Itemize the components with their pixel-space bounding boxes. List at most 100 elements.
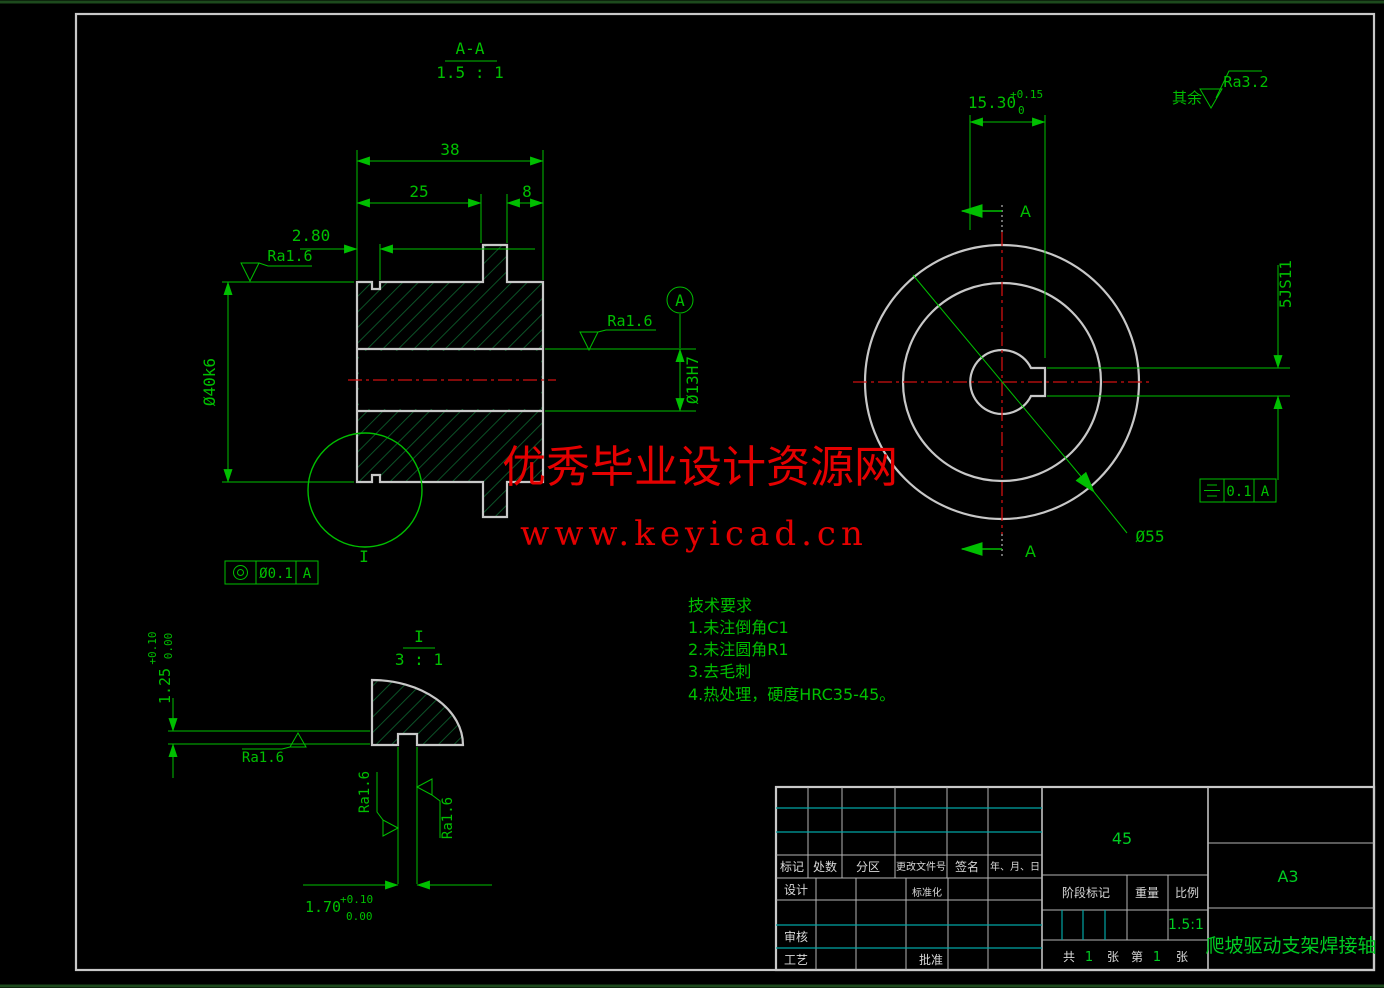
dim-25: 25 xyxy=(409,182,428,201)
section-label: A-A xyxy=(456,39,485,58)
tech-req-2: 2.未注圆角R1 xyxy=(688,640,789,659)
row-standard: 标准化 xyxy=(912,886,942,899)
section-arrow-top-label: A xyxy=(1020,202,1031,221)
dim-1-25-tol-upper: +0.10 xyxy=(146,631,159,664)
dim-8: 8 xyxy=(522,182,532,201)
symmetry-icon xyxy=(1204,484,1220,497)
scale-label: 比例 xyxy=(1175,886,1199,900)
gdt-symmetry-datum: A xyxy=(1261,484,1270,500)
detail-label: I xyxy=(414,627,424,646)
paper-size-value: A3 xyxy=(1277,867,1298,886)
watermark-line1: 优秀毕业设计资源网 xyxy=(502,442,898,493)
general-roughness-prefix: 其余 xyxy=(1172,89,1202,107)
dim-15-30: 15.30 xyxy=(968,93,1016,112)
scale-value: 1.5:1 xyxy=(1168,917,1204,933)
dim-1-70: 1.70 xyxy=(305,898,341,916)
surface-finish-top: Ra1.6 xyxy=(240,247,313,283)
ra16-detail-left: Ra1.6 xyxy=(357,771,373,813)
ra16-bore-label: Ra1.6 xyxy=(607,312,652,330)
tech-req-3: 3.去毛刺 xyxy=(688,662,751,681)
sheets-total-label: 共 xyxy=(1063,950,1075,964)
tech-req-title: 技术要求 xyxy=(688,596,752,615)
title-block: 标记 处数 分区 更改文件号 签名 年、月、日 设计 标准化 审核 工艺 批准 … xyxy=(774,785,1377,972)
watermark: 优秀毕业设计资源网 www.keyicad.cn xyxy=(502,442,898,554)
keyway-width-dim: 5JS11 xyxy=(1047,260,1295,480)
detail-outline xyxy=(370,678,465,747)
dim-1-70-tol-lower: 0.00 xyxy=(346,910,373,923)
tech-req-1: 1.未注倒角C1 xyxy=(688,618,789,637)
ra16-top-label: Ra1.6 xyxy=(267,247,312,265)
sheets-total-value: 1 xyxy=(1085,950,1093,965)
datum-bubble-label: A xyxy=(675,291,685,310)
datum-bubble: A xyxy=(666,286,694,314)
sheets-unit-label: 张 xyxy=(1107,950,1119,964)
col-date: 年、月、日 xyxy=(990,860,1040,873)
title-block-values: 45 1.5:1 1 1 A3 爬坡驱动支架焊接轴 xyxy=(1085,829,1377,965)
section-dimensions: 38 25 8 2.80 Ø40k6 Ø13H7 xyxy=(200,140,702,483)
watermark-line2: www.keyicad.cn xyxy=(520,514,868,554)
detail-finish-bottom: Ra1.6 xyxy=(242,731,307,766)
part-name: 爬坡驱动支架焊接轴 xyxy=(1205,935,1376,957)
dim-dia40k6: Ø40k6 xyxy=(200,358,219,406)
gdt-concentricity-frame: Ø0.1 A xyxy=(224,560,319,585)
col-mark: 标记 xyxy=(780,860,804,874)
dim-dia55: Ø55 xyxy=(1136,527,1165,546)
weight-label: 重量 xyxy=(1135,886,1159,900)
detail-depth-dim: 1.25 +0.10 0.00 xyxy=(146,631,370,778)
concentricity-icon xyxy=(233,565,248,580)
gdt-concentricity-value: Ø0.1 xyxy=(259,566,293,582)
title-block-labels: 标记 处数 分区 更改文件号 签名 年、月、日 设计 标准化 审核 工艺 批准 … xyxy=(780,859,1199,967)
row-design: 设计 xyxy=(784,883,808,897)
sheets-unit2-label: 张 xyxy=(1176,950,1188,964)
col-sign: 签名 xyxy=(955,859,979,874)
dim-5js11: 5JS11 xyxy=(1276,260,1295,308)
tech-requirements: 技术要求 1.未注倒角C1 2.未注圆角R1 3.去毛刺 4.热处理，硬度HRC… xyxy=(688,596,895,704)
gdt-symmetry-value: 0.1 xyxy=(1226,484,1251,500)
drawing-border xyxy=(74,12,1376,972)
sheets-page-value: 1 xyxy=(1153,950,1161,965)
col-change-file: 更改文件号 xyxy=(896,860,946,873)
section-arrow-bottom-label: A xyxy=(1025,542,1036,561)
ra16-detail-right: Ra1.6 xyxy=(440,797,456,839)
dim-dia13h7: Ø13H7 xyxy=(683,356,702,404)
dim-1-25: 1.25 xyxy=(156,668,174,704)
dim-2-80: 2.80 xyxy=(292,226,331,245)
roughness-check-icon xyxy=(1199,70,1262,109)
gdt-symmetry-frame: 0.1 A xyxy=(1199,478,1277,503)
section-view: A-A 1.5 : 1 38 25 8 2.80 xyxy=(200,39,702,585)
row-approve: 批准 xyxy=(919,952,943,967)
title-block-grid xyxy=(776,787,1374,970)
keyway-depth-dim: 15.30 +0.15 0 xyxy=(968,88,1046,358)
section-scale: 1.5 : 1 xyxy=(436,63,503,82)
detail-finish-left: Ra1.6 xyxy=(357,771,400,837)
detail-view: I 3 : 1 1.25 +0.10 0.00 1.70 +0.10 0.00 … xyxy=(146,627,492,923)
detail-scale: 3 : 1 xyxy=(395,650,443,669)
ra16-detail-bottom: Ra1.6 xyxy=(242,750,284,766)
dim-38: 38 xyxy=(440,140,459,159)
outer-dia-leader: Ø55 xyxy=(912,274,1165,546)
detail-circle-label: I xyxy=(359,547,369,566)
detail-circle xyxy=(307,432,423,548)
end-view: A A 15.30 +0.15 0 5JS11 xyxy=(853,70,1295,561)
dim-1-25-tol-lower: 0.00 xyxy=(162,633,175,660)
material-value: 45 xyxy=(1112,829,1132,848)
row-process: 工艺 xyxy=(784,953,808,967)
detail-slot-lines xyxy=(397,747,418,884)
detail-finish-right: Ra1.6 xyxy=(415,778,456,839)
dim-15-30-tol-upper: +0.15 xyxy=(1010,88,1043,101)
section-cut-arrows: A A xyxy=(960,202,1036,561)
dim-1-70-tol-upper: +0.10 xyxy=(340,893,373,906)
general-roughness-value: Ra3.2 xyxy=(1223,73,1268,91)
sheets-page-label: 第 xyxy=(1131,950,1143,964)
col-count: 处数 xyxy=(813,859,837,874)
dim-15-30-tol-lower: 0 xyxy=(1018,104,1025,117)
detail-width-dim: 1.70 +0.10 0.00 xyxy=(303,880,492,923)
gdt-concentricity-datum: A xyxy=(303,566,312,582)
row-check: 审核 xyxy=(784,929,808,944)
surface-finish-bore: Ra1.6 xyxy=(579,312,656,352)
tech-req-4: 4.热处理，硬度HRC35-45。 xyxy=(688,685,895,704)
col-zone: 分区 xyxy=(856,860,880,874)
